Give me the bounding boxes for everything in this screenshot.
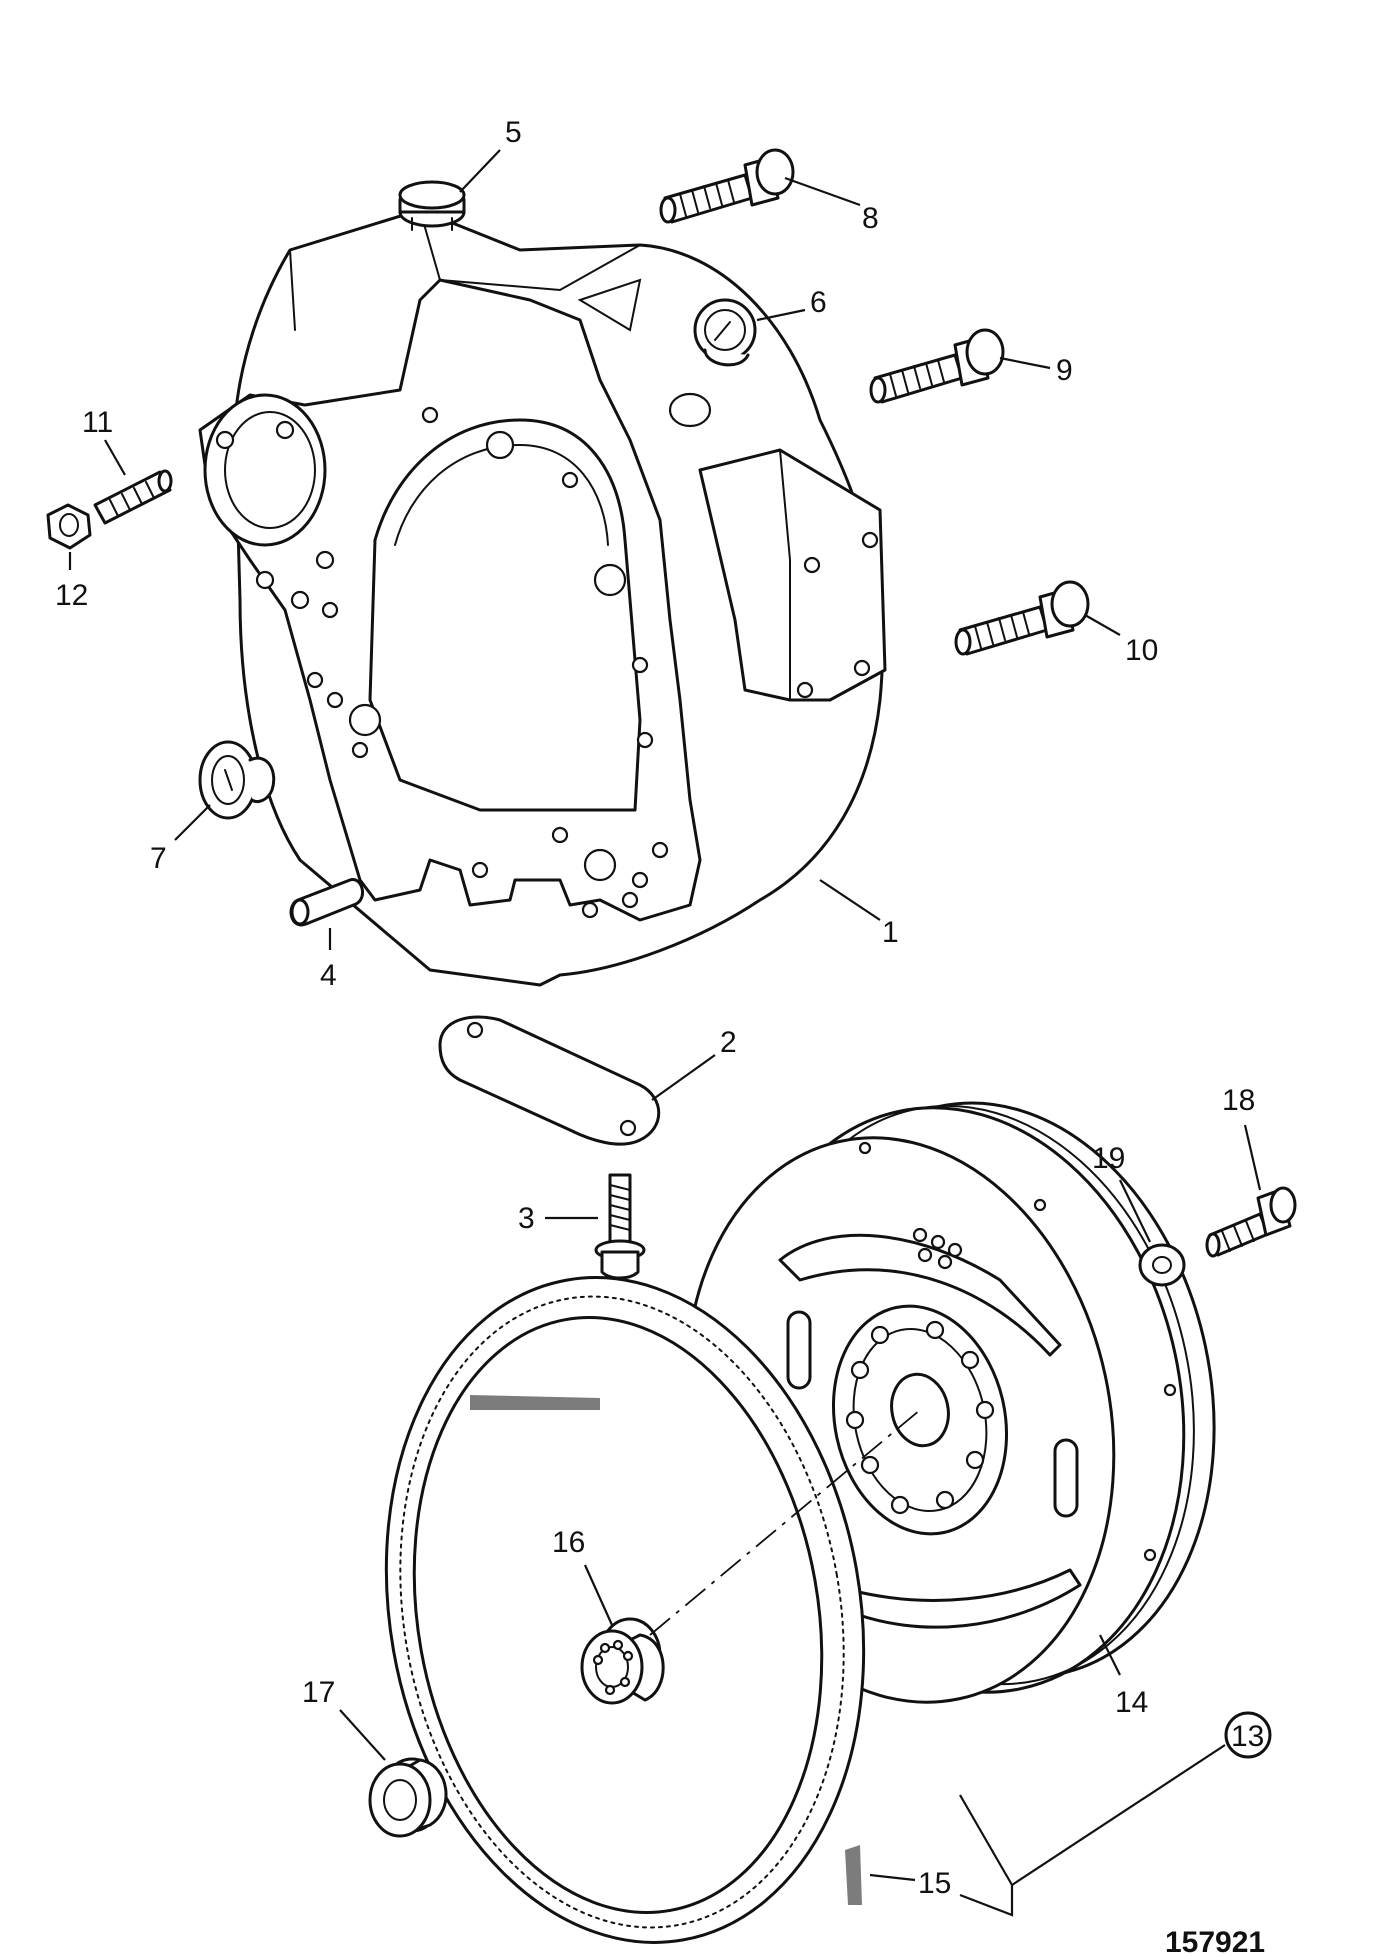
leader-15-bracket: [959, 1885, 1014, 1917]
leader-8: [784, 176, 861, 207]
leader-6: [756, 308, 806, 322]
plug-part-5: [398, 180, 466, 231]
stud-part-11: [93, 469, 173, 525]
bolt-part-8: [659, 148, 795, 224]
callout-4: 4: [320, 959, 337, 992]
leader-13-bracket: [959, 1744, 1226, 1887]
pilot-bearing: [580, 1617, 665, 1705]
callout-6: 6: [810, 286, 827, 319]
bolt-part-3: [594, 1173, 646, 1280]
leader-5: [459, 149, 501, 193]
washer-part-19: [1138, 1243, 1186, 1287]
bolt-part-10: [954, 580, 1090, 656]
leader-9: [999, 356, 1051, 370]
callout-18: 18: [1222, 1084, 1255, 1117]
callout-10: 10: [1125, 634, 1158, 667]
bolt-part-18: [1205, 1186, 1297, 1258]
leader-10: [1084, 614, 1121, 636]
plug-part-7: [198, 740, 276, 820]
callout-16: 16: [552, 1526, 585, 1559]
callout-3: 3: [518, 1202, 535, 1235]
dowel-pin: [289, 878, 365, 927]
callout-13-circle: [1224, 1711, 1272, 1759]
leader-15: [869, 1873, 916, 1882]
callout-15: 15: [918, 1867, 951, 1900]
callout-2: 2: [720, 1026, 737, 1059]
center-axis-line: [649, 1409, 921, 1636]
callout-1: 1: [882, 916, 899, 949]
callout-7: 7: [150, 842, 167, 875]
callout-9: 9: [1056, 354, 1073, 387]
callout-8: 8: [862, 202, 879, 235]
flywheel-housing: [198, 208, 887, 987]
callout-14: 14: [1115, 1686, 1148, 1719]
leader-2: [651, 1054, 716, 1101]
leader-1: [819, 879, 881, 921]
leader-18: [1243, 1124, 1262, 1191]
leader-11: [104, 439, 126, 476]
callout-19: 19: [1092, 1142, 1125, 1175]
bolt-part-9: [869, 328, 1005, 404]
figure-number: 157921: [1165, 1926, 1265, 1957]
leader-17: [339, 1709, 386, 1761]
seal: [368, 1757, 448, 1838]
leader-lines: [68, 149, 1262, 1917]
callout-11: 11: [82, 406, 113, 439]
leader-19: [1119, 1179, 1151, 1243]
callout-17: 17: [302, 1676, 335, 1709]
leader-7: [174, 804, 211, 841]
plug-part-6: [693, 298, 757, 367]
callout-12: 12: [55, 579, 88, 612]
ring-gear: [384, 1276, 866, 1944]
leader-14: [1099, 1634, 1121, 1676]
nut-part-12: [46, 503, 92, 550]
callout-13: 13: [1231, 1720, 1264, 1753]
callout-5: 5: [505, 116, 522, 149]
leader-16: [583, 1564, 614, 1626]
cover-plate: [438, 1015, 661, 1146]
